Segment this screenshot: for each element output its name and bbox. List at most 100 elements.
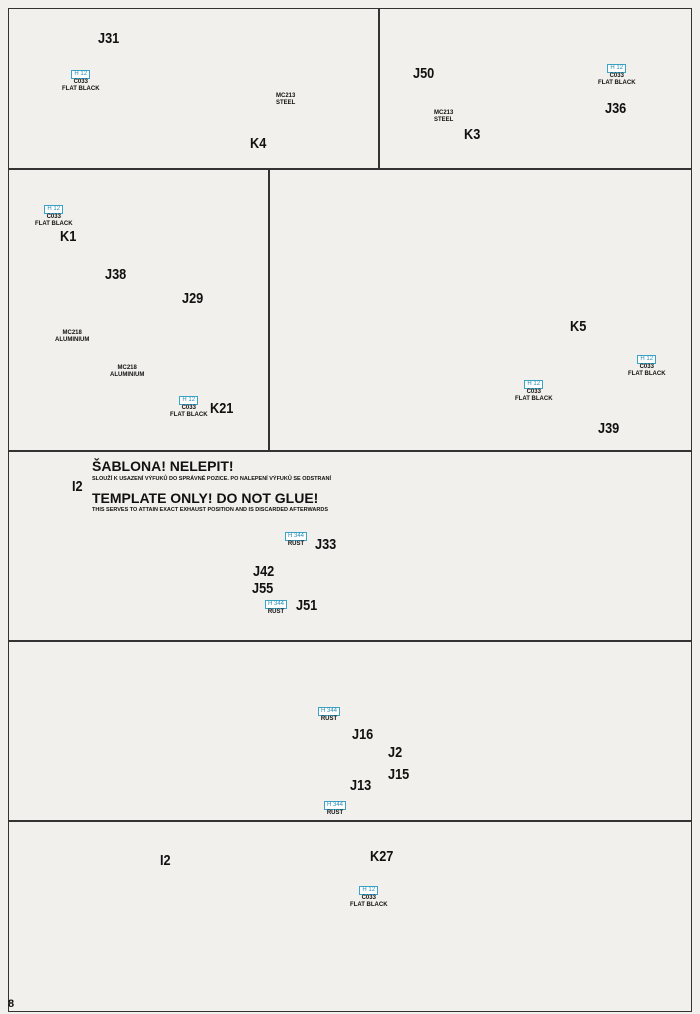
line-art bbox=[163, 542, 179, 557]
line-art bbox=[525, 728, 537, 742]
line-art bbox=[219, 66, 237, 83]
line-art bbox=[245, 930, 271, 960]
line-art bbox=[188, 695, 206, 712]
line-art bbox=[253, 902, 269, 917]
line-art bbox=[123, 564, 139, 581]
part-label-J2: J2 bbox=[388, 744, 403, 761]
part-label-J38: J38 bbox=[105, 266, 127, 283]
line-art bbox=[491, 299, 507, 313]
line-art bbox=[485, 720, 511, 750]
line-art bbox=[219, 107, 237, 124]
line-art bbox=[492, 920, 538, 970]
line-art bbox=[560, 525, 576, 542]
line-art bbox=[155, 570, 181, 600]
line-art bbox=[253, 973, 269, 987]
line-art bbox=[453, 714, 469, 731]
line-art bbox=[192, 710, 238, 760]
part-label-J13: J13 bbox=[350, 777, 372, 794]
part-label-J29: J29 bbox=[182, 290, 204, 307]
line-art bbox=[453, 739, 469, 756]
line-art bbox=[384, 239, 402, 256]
line-art bbox=[480, 517, 498, 535]
line-art bbox=[473, 949, 489, 966]
page-number: 8 bbox=[8, 998, 15, 1010]
line-art bbox=[338, 230, 356, 248]
line-art bbox=[514, 703, 531, 721]
step-panel-2 bbox=[378, 8, 692, 170]
line-art bbox=[188, 758, 206, 775]
line-art bbox=[491, 347, 507, 361]
line-art bbox=[488, 968, 506, 985]
line-art bbox=[153, 321, 177, 349]
line-art bbox=[591, 531, 615, 559]
line-art bbox=[523, 85, 541, 103]
warning-title-en: TEMPLATE ONLY! DO NOT GLUE! bbox=[92, 490, 319, 506]
line-art bbox=[210, 78, 225, 95]
part-label-I2: I2 bbox=[160, 852, 171, 869]
line-art bbox=[560, 548, 576, 565]
part-label-K21: K21 bbox=[210, 400, 234, 417]
line-art bbox=[545, 938, 557, 952]
line-art bbox=[505, 930, 531, 960]
line-art bbox=[514, 749, 531, 767]
line-art bbox=[423, 261, 435, 275]
line-art bbox=[532, 73, 543, 87]
line-art bbox=[513, 902, 529, 917]
line-art bbox=[234, 749, 251, 767]
part-label-K5: K5 bbox=[570, 318, 587, 335]
line-art bbox=[163, 613, 179, 627]
line-art bbox=[450, 534, 476, 566]
line-art bbox=[138, 545, 156, 562]
line-art bbox=[399, 257, 417, 279]
line-art bbox=[486, 79, 502, 96]
step-panel-5 bbox=[8, 450, 692, 642]
line-art bbox=[617, 558, 635, 576]
part-label-J31: J31 bbox=[98, 30, 120, 47]
line-art bbox=[534, 959, 551, 977]
line-art bbox=[375, 251, 390, 268]
line-art bbox=[160, 326, 174, 344]
line-art bbox=[566, 105, 588, 131]
line-art bbox=[500, 64, 530, 96]
line-art bbox=[523, 57, 541, 75]
line-art bbox=[213, 924, 229, 941]
step-panel-3 bbox=[8, 168, 270, 452]
line-art bbox=[534, 913, 551, 931]
step-panel-7 bbox=[8, 820, 692, 1012]
line-art bbox=[504, 336, 522, 354]
line-art bbox=[249, 71, 267, 89]
line-art bbox=[232, 920, 278, 970]
line-art bbox=[210, 95, 225, 112]
line-art bbox=[184, 553, 201, 571]
line-art bbox=[245, 728, 257, 742]
line-art bbox=[465, 313, 480, 330]
line-art bbox=[598, 505, 614, 519]
line-art bbox=[556, 97, 594, 139]
line-art bbox=[489, 319, 507, 341]
line-art bbox=[115, 291, 129, 309]
part-label-K1: K1 bbox=[60, 228, 77, 245]
line-art bbox=[49, 525, 65, 545]
line-art bbox=[574, 507, 592, 524]
part-label-K4: K4 bbox=[250, 135, 267, 152]
line-art bbox=[174, 880, 190, 900]
step-panel-4 bbox=[268, 168, 692, 452]
line-art bbox=[474, 342, 492, 359]
part-label-J55: J55 bbox=[252, 580, 274, 597]
line-art bbox=[142, 560, 188, 610]
line-art bbox=[465, 330, 480, 347]
step-panel-1 bbox=[8, 8, 380, 170]
warning-note-cz: SLOUŽÍ K USAZENÍ VÝFUKŮ DO SPRÁVNÉ POZIC… bbox=[92, 476, 331, 482]
line-art bbox=[432, 574, 450, 591]
line-art bbox=[234, 84, 252, 106]
line-art bbox=[213, 763, 229, 777]
line-art bbox=[511, 95, 527, 109]
step-panel-6 bbox=[8, 640, 692, 822]
line-art bbox=[218, 357, 236, 379]
part-label-J36: J36 bbox=[605, 100, 627, 117]
